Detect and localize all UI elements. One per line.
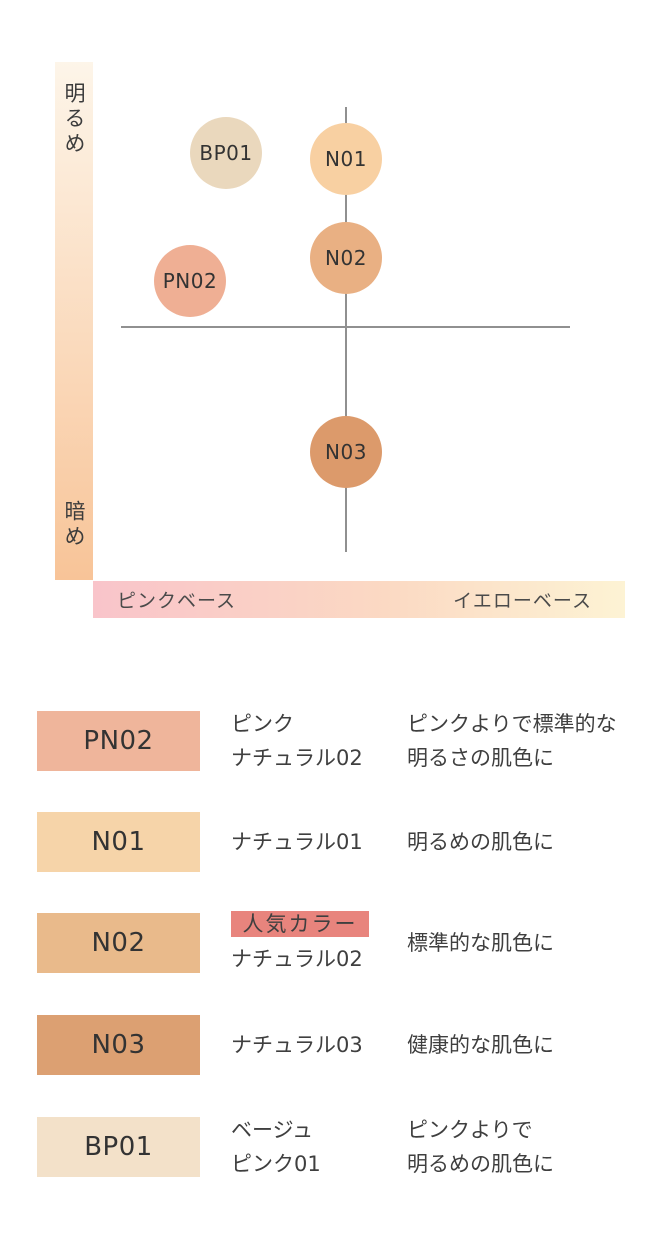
shade-name-line: ナチュラル02 bbox=[231, 946, 363, 971]
shade-name: 人気カラー ナチュラル02 bbox=[231, 910, 407, 976]
swatch-bp01: BP01 bbox=[37, 1117, 200, 1177]
shade-name-line: ピンク bbox=[231, 712, 294, 736]
legend-row-n02: N02 人気カラー ナチュラル02 標準的な肌色に bbox=[37, 910, 647, 976]
shade-name: ナチュラル01 bbox=[231, 825, 407, 859]
swatch-n01: N01 bbox=[37, 812, 200, 872]
shade-desc-line: 明るめの肌色に bbox=[407, 830, 554, 854]
brightness-gradient-bar bbox=[55, 62, 93, 580]
shade-dot-label: N03 bbox=[325, 440, 367, 464]
shade-name: ナチュラル03 bbox=[231, 1028, 407, 1062]
shade-description: ピンクよりで 明るめの肌色に bbox=[407, 1113, 647, 1181]
shade-dot-pn02: PN02 bbox=[154, 245, 226, 317]
axis-label-bright: 明るめ bbox=[62, 82, 86, 157]
shade-code: N02 bbox=[91, 928, 146, 958]
shade-description: 標準的な肌色に bbox=[407, 926, 647, 960]
shade-code: PN02 bbox=[83, 726, 154, 756]
popular-badge: 人気カラー bbox=[231, 910, 369, 937]
shade-dot-label: BP01 bbox=[199, 141, 253, 165]
shade-name-line: ピンク01 bbox=[231, 1152, 321, 1176]
shade-name-line: ナチュラル02 bbox=[231, 746, 363, 770]
shade-name-line: ベージュ bbox=[231, 1118, 314, 1142]
shade-code: N03 bbox=[91, 1030, 146, 1060]
shade-dot-label: PN02 bbox=[162, 269, 218, 293]
legend-row-bp01: BP01 ベージュ ピンク01 ピンクよりで 明るめの肌色に bbox=[37, 1117, 647, 1177]
legend-row-n03: N03 ナチュラル03 健康的な肌色に bbox=[37, 1015, 647, 1075]
shade-code: BP01 bbox=[84, 1132, 153, 1162]
legend-row-n01: N01 ナチュラル01 明るめの肌色に bbox=[37, 812, 647, 872]
shade-description: 健康的な肌色に bbox=[407, 1028, 647, 1062]
axis-label-dark: 暗め bbox=[62, 500, 86, 550]
axis-label-yellow-base: イエローベース bbox=[453, 590, 592, 612]
shade-name: ピンク ナチュラル02 bbox=[231, 707, 407, 775]
shade-dot-n02: N02 bbox=[310, 222, 382, 294]
swatch-pn02: PN02 bbox=[37, 711, 200, 771]
swatch-n02: N02 bbox=[37, 913, 200, 973]
swatch-n03: N03 bbox=[37, 1015, 200, 1075]
shade-dot-n01: N01 bbox=[310, 123, 382, 195]
shade-description: 明るめの肌色に bbox=[407, 825, 647, 859]
shade-desc-line: 明るさの肌色に bbox=[407, 746, 554, 770]
shade-desc-line: 明るめの肌色に bbox=[407, 1152, 554, 1176]
shade-dot-label: N02 bbox=[325, 246, 367, 270]
shade-desc-line: 健康的な肌色に bbox=[407, 1033, 554, 1057]
shade-desc-line: ピンクよりで bbox=[407, 1118, 533, 1142]
shade-dot-label: N01 bbox=[325, 147, 367, 171]
base-tone-gradient-bar: ピンクベース イエローベース bbox=[93, 581, 625, 618]
y-axis-line bbox=[345, 107, 347, 552]
legend-row-pn02: PN02 ピンク ナチュラル02 ピンクよりで標準的な 明るさの肌色に bbox=[37, 711, 647, 771]
shade-dot-bp01: BP01 bbox=[190, 117, 262, 189]
shade-desc-line: ピンクよりで標準的な bbox=[407, 712, 617, 736]
shade-dot-n03: N03 bbox=[310, 416, 382, 488]
shade-code: N01 bbox=[91, 827, 146, 857]
shade-name-line: ナチュラル01 bbox=[231, 830, 363, 854]
shade-description: ピンクよりで標準的な 明るさの肌色に bbox=[407, 707, 647, 775]
axis-label-pink-base: ピンクベース bbox=[117, 590, 237, 612]
shade-name: ベージュ ピンク01 bbox=[231, 1113, 407, 1181]
shade-desc-line: 標準的な肌色に bbox=[407, 931, 554, 955]
shade-name-line: ナチュラル03 bbox=[231, 1033, 363, 1057]
